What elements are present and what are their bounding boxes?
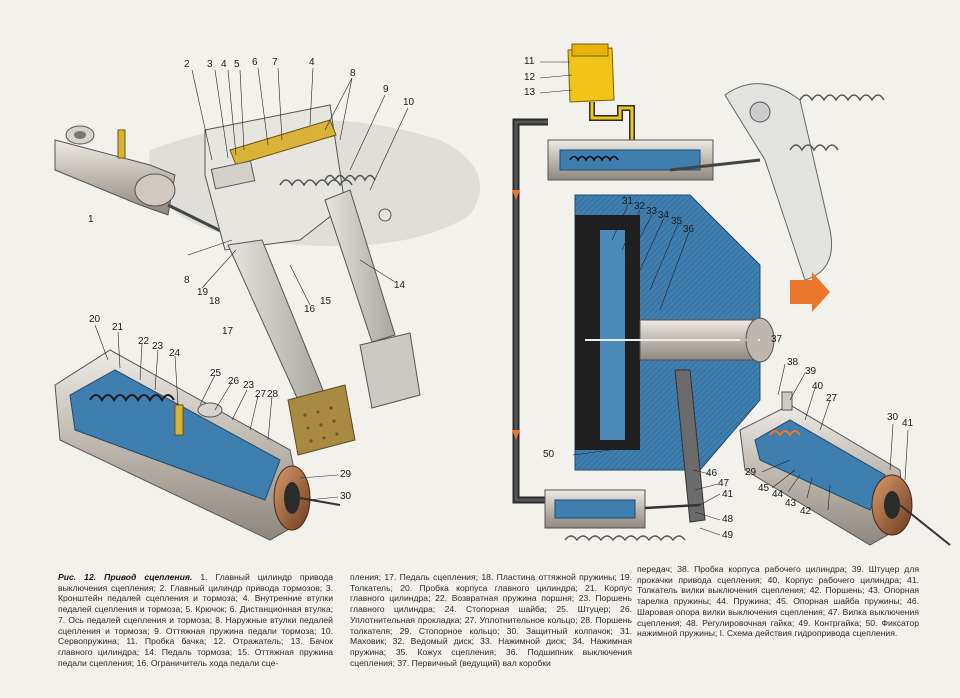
callout-48: 48 bbox=[722, 514, 734, 525]
callout-46: 46 bbox=[706, 468, 718, 479]
callout-23: 23 bbox=[152, 341, 164, 352]
callout-10: 10 bbox=[403, 97, 415, 108]
brake-pedal bbox=[324, 189, 396, 343]
callout-31: 31 bbox=[622, 196, 634, 207]
callout-27: 27 bbox=[255, 389, 267, 400]
callout-27-b: 27 bbox=[826, 393, 838, 404]
callout-50: 50 bbox=[543, 449, 555, 460]
callout-16: 16 bbox=[304, 304, 316, 315]
callout-32: 32 bbox=[634, 201, 646, 212]
callout-40: 40 bbox=[812, 381, 824, 392]
callout-21: 21 bbox=[112, 322, 124, 333]
callout-39: 39 bbox=[805, 366, 817, 377]
servo-spring bbox=[324, 174, 376, 182]
callout-2: 2 bbox=[184, 59, 190, 70]
caption-column-1: Рис. 12. Привод сцепления. 1. Главный ци… bbox=[58, 572, 333, 690]
brake-pedal-pad bbox=[359, 332, 421, 409]
callout-15: 15 bbox=[320, 296, 332, 307]
callout-26: 26 bbox=[228, 376, 240, 387]
force-arrow-icon bbox=[790, 272, 830, 312]
clutch-pedal bbox=[227, 239, 326, 401]
callout-6: 6 bbox=[252, 57, 258, 68]
callout-14: 14 bbox=[394, 280, 406, 291]
callout-4-b: 4 bbox=[309, 57, 315, 68]
callout-8: 8 bbox=[350, 68, 356, 79]
callout-33: 33 bbox=[646, 206, 658, 217]
callout-43: 43 bbox=[785, 498, 797, 509]
callout-12: 12 bbox=[524, 72, 536, 83]
callout-44: 44 bbox=[772, 489, 784, 500]
callout-7: 7 bbox=[272, 57, 278, 68]
master-cylinder-cutaway bbox=[54, 324, 341, 541]
callout-1: 1 bbox=[88, 214, 94, 225]
caption-column-2: пления; 17. Педаль сцепления; 18. Пласти… bbox=[350, 572, 632, 690]
callout-42: 42 bbox=[800, 506, 812, 517]
caption-text-3: передач; 38. Пробка корпуса рабочего цил… bbox=[637, 564, 919, 639]
caption-column-3: передач; 38. Пробка корпуса рабочего цил… bbox=[637, 564, 919, 664]
pedal-assembly bbox=[54, 67, 421, 456]
callout-13: 13 bbox=[524, 87, 536, 98]
callout-45: 45 bbox=[758, 483, 770, 494]
callout-20: 20 bbox=[89, 314, 101, 325]
callout-37: 37 bbox=[771, 334, 783, 345]
caption-title: Рис. 12. Привод сцепления. bbox=[58, 572, 193, 582]
callout-29-b: 29 bbox=[745, 467, 757, 478]
callout-25: 25 bbox=[210, 368, 222, 379]
callout-28: 28 bbox=[267, 389, 279, 400]
callout-17: 17 bbox=[222, 326, 234, 337]
callout-36: 36 bbox=[683, 224, 695, 235]
callout-22: 22 bbox=[138, 336, 150, 347]
callout-49: 49 bbox=[722, 530, 734, 541]
callout-30: 30 bbox=[340, 491, 352, 502]
callout-34: 34 bbox=[658, 210, 670, 221]
callout-35: 35 bbox=[671, 216, 683, 227]
pedal-shaft bbox=[229, 119, 337, 166]
callout-30-b: 30 bbox=[887, 412, 899, 423]
callout-47: 47 bbox=[718, 478, 730, 489]
callout-41-b: 41 bbox=[722, 489, 734, 500]
return-spring bbox=[279, 179, 353, 187]
callout-9: 9 bbox=[383, 84, 389, 95]
release-fork bbox=[674, 369, 706, 523]
callout-24: 24 bbox=[169, 348, 181, 359]
callout-23-b: 23 bbox=[243, 380, 255, 391]
caption-text-1: 1. Главный цилиндр привода выключения сц… bbox=[58, 572, 333, 668]
callout-38: 38 bbox=[787, 357, 799, 368]
hydraulic-line bbox=[512, 118, 548, 504]
callout-3: 3 bbox=[207, 59, 213, 70]
callout-41: 41 bbox=[902, 418, 914, 429]
clutch-pedal-pad bbox=[287, 384, 356, 456]
callout-8-b: 8 bbox=[184, 275, 190, 286]
hydraulic-scheme bbox=[512, 43, 951, 546]
callout-11: 11 bbox=[524, 56, 535, 67]
callout-18: 18 bbox=[209, 296, 221, 307]
caption-text-2: пления; 17. Педаль сцепления; 18. Пласти… bbox=[350, 572, 632, 668]
callout-4: 4 bbox=[221, 59, 227, 70]
callout-19: 19 bbox=[197, 287, 209, 298]
callout-29: 29 bbox=[340, 469, 352, 480]
callout-5: 5 bbox=[234, 59, 240, 70]
